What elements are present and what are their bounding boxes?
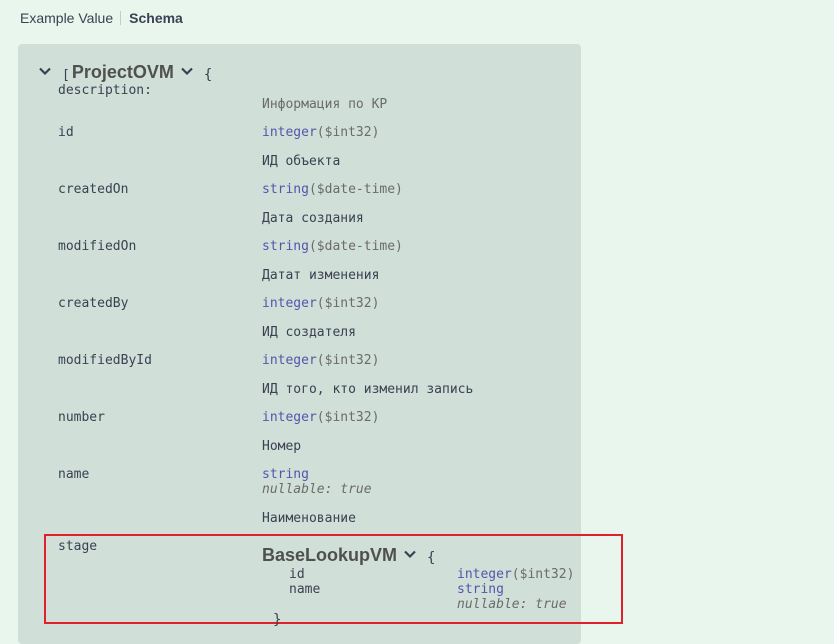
prop-desc-createdby: ИД создателя [262, 325, 356, 340]
array-bracket: [ [62, 68, 70, 83]
prop-desc-createdon: Дата создания [262, 211, 364, 226]
prop-name-modifiedbyid: modifiedById [58, 353, 152, 368]
prop-desc-modifiedbyid: ИД того, кто изменил запись [262, 382, 474, 397]
tab-schema[interactable]: Schema [129, 10, 183, 26]
prop-type-modifiedon: string($date-time) [262, 239, 403, 254]
prop-type-createdby: integer($int32) [262, 296, 380, 311]
nested-type-name: string [457, 582, 504, 597]
nested-nullable-name: nullable: true [457, 597, 567, 612]
chevron-down-icon[interactable] [180, 64, 198, 82]
prop-type-createdon: string($date-time) [262, 182, 403, 197]
prop-nullable-name: nullable: true [262, 482, 372, 497]
prop-name-name: name [58, 467, 90, 482]
prop-type-id: integer($int32) [262, 125, 380, 140]
prop-name-number: number [58, 410, 105, 425]
nested-type-id: integer($int32) [457, 567, 575, 582]
prop-type-number: integer($int32) [262, 410, 380, 425]
prop-desc-name: Наименование [262, 511, 356, 526]
chevron-down-icon[interactable] [38, 64, 56, 82]
prop-type-modifiedbyid: integer($int32) [262, 353, 380, 368]
nested-open-brace: { [427, 549, 436, 566]
prop-type-name: string [262, 467, 309, 482]
nested-field-name: name [289, 582, 321, 597]
chevron-down-icon[interactable] [403, 547, 421, 565]
example-schema-tabs: Example Value Schema [20, 10, 183, 26]
prop-name-createdby: createdBy [58, 296, 129, 311]
model-description: Информация по КР [262, 97, 388, 112]
nested-model-title[interactable]: BaseLookupVM [262, 545, 398, 565]
prop-name-stage: stage [58, 539, 98, 554]
prop-desc-modifiedon: Датат изменения [262, 268, 380, 283]
prop-name-createdon: createdOn [58, 182, 129, 197]
tab-divider [120, 11, 122, 25]
nested-field-id: id [289, 567, 305, 582]
nested-model-header[interactable]: BaseLookupVM { [262, 545, 435, 566]
highlight-box [44, 534, 623, 624]
model-title[interactable]: ProjectOVM [71, 62, 174, 82]
prop-desc-number: Номер [262, 439, 302, 454]
schema-panel [18, 44, 581, 644]
tab-example-value[interactable]: Example Value [20, 10, 114, 26]
description-label: description: [58, 83, 152, 98]
prop-name-modifiedon: modifiedOn [58, 239, 137, 254]
model-header[interactable]: [ ProjectOVM { [38, 62, 212, 83]
prop-desc-id: ИД объекта [262, 154, 341, 169]
nested-close-brace: } [273, 612, 282, 628]
open-brace: { [203, 66, 213, 83]
prop-name-id: id [58, 125, 74, 140]
